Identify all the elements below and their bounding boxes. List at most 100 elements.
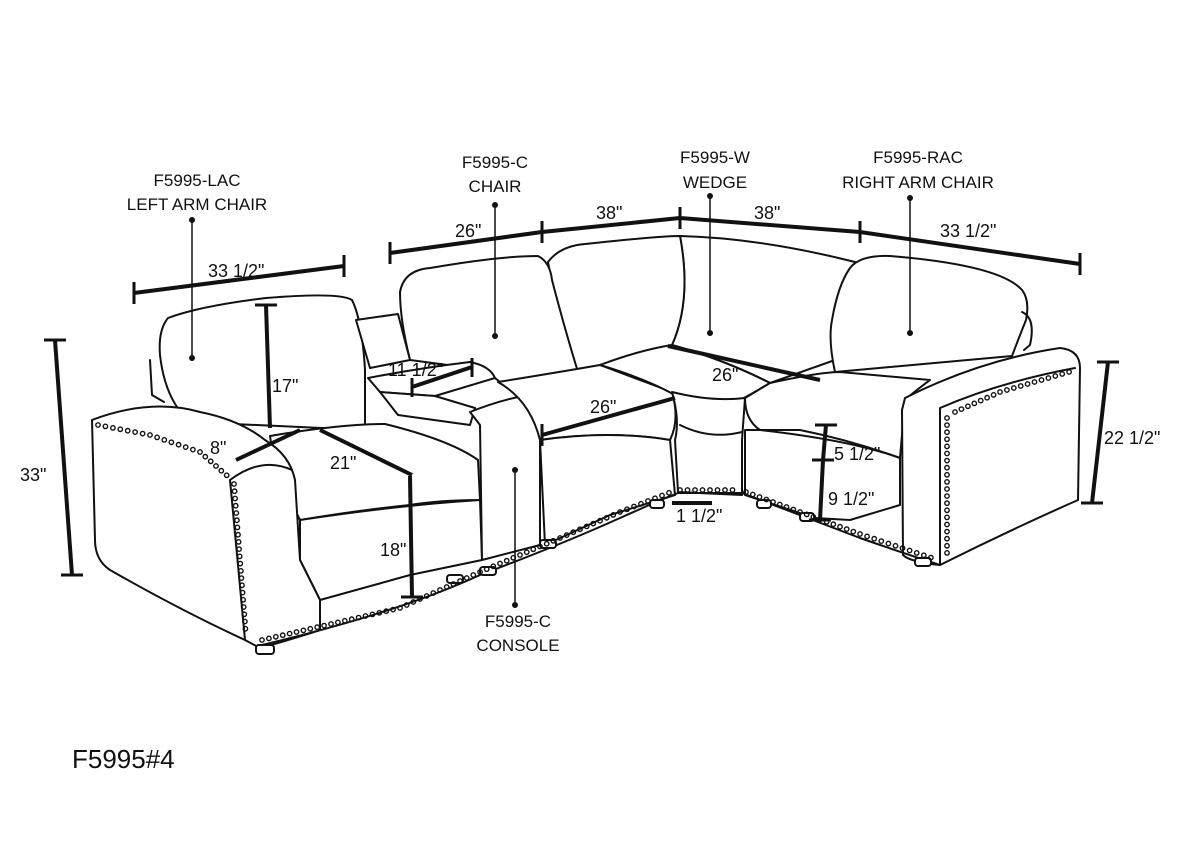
leader-lines xyxy=(189,193,913,608)
nailhead-stud xyxy=(161,436,168,443)
nailhead-stud xyxy=(692,487,698,493)
lac-seat-front xyxy=(299,499,483,601)
nailhead-stud xyxy=(362,613,369,619)
nailhead-stud xyxy=(944,507,950,514)
nailhead-stud xyxy=(892,542,899,549)
nailhead-stud xyxy=(236,546,243,552)
nailhead-stud xyxy=(684,487,691,493)
nailhead-stud xyxy=(232,502,239,509)
nailhead-stud xyxy=(666,489,672,496)
nailhead-stud xyxy=(437,587,443,593)
nailhead-stud xyxy=(430,590,437,596)
nailhead-stud xyxy=(1045,375,1052,381)
nailhead-stud xyxy=(557,535,563,541)
dim-seat-height: 18" xyxy=(380,540,406,560)
nailhead-stud xyxy=(944,514,950,521)
nailhead-stud xyxy=(803,511,810,518)
nailhead-stud xyxy=(537,543,543,550)
nailhead-stud xyxy=(231,481,237,487)
nailhead-stud xyxy=(293,629,300,635)
nailhead-stud xyxy=(944,478,950,485)
chair-code-label: F5995-C xyxy=(462,153,528,172)
nailhead-stud xyxy=(1010,385,1017,391)
nailhead-stud xyxy=(944,550,950,556)
nailhead-stud xyxy=(958,406,965,412)
nailhead-stud xyxy=(376,609,383,616)
nailhead-stud xyxy=(117,426,124,433)
nailhead-stud xyxy=(272,633,279,640)
nailhead-stud xyxy=(952,409,958,415)
nailhead-stud xyxy=(944,486,950,492)
nailhead-stud xyxy=(124,427,131,434)
nailhead-stud xyxy=(944,521,950,528)
chair-name-label: CHAIR xyxy=(469,177,522,196)
nailhead-stud xyxy=(95,422,101,428)
nailhead-stud xyxy=(1038,377,1045,383)
nailhead-stud xyxy=(168,439,175,446)
nailhead-stud xyxy=(238,575,245,581)
nailhead-stud xyxy=(132,429,139,435)
nailhead-stud xyxy=(503,557,510,564)
nailhead-stud xyxy=(241,618,248,625)
base-skirt xyxy=(261,492,941,646)
nailhead-stud xyxy=(944,535,950,542)
nailhead-stud xyxy=(749,491,756,498)
section-labels: F5995-LAC LEFT ARM CHAIR F5995-C CHAIR F… xyxy=(127,148,994,655)
nailhead-stud xyxy=(523,549,530,556)
nailhead-stud xyxy=(783,504,790,510)
nailhead-stud xyxy=(383,608,390,615)
dim-chair-width: 26" xyxy=(455,221,481,241)
dimension-labels: 33 1/2" 26" 38" 38" 33 1/2" 33" 17" 8" 2… xyxy=(20,203,1160,560)
nailhead-stud xyxy=(239,582,245,589)
nailhead-stud xyxy=(139,430,146,437)
console-lid xyxy=(379,391,476,426)
nailhead-stud xyxy=(1059,371,1066,377)
nailhead-stud xyxy=(182,444,189,450)
nailhead-stud xyxy=(334,619,341,626)
nailhead-stud xyxy=(797,509,803,515)
nailhead-stud xyxy=(944,500,950,507)
wedge-seat-front xyxy=(671,391,746,496)
rac-code-label: F5995-RAC xyxy=(873,148,963,167)
nailhead-stud xyxy=(369,611,376,618)
nailhead-stud xyxy=(239,589,246,596)
nailhead-stud xyxy=(286,630,293,637)
nailhead-stud xyxy=(300,627,307,634)
nailhead-stud xyxy=(597,517,603,524)
nailhead-stud xyxy=(233,510,240,516)
nailhead-stud xyxy=(729,487,736,493)
console-code-label: F5995-C xyxy=(485,612,551,631)
nailhead-stud xyxy=(550,537,557,544)
dim-lac-width: 33 1/2" xyxy=(208,261,264,281)
lac-back-side xyxy=(149,359,165,403)
nailhead-stud xyxy=(213,463,219,469)
dim-seat-depth-wedge: 26" xyxy=(712,365,738,385)
dim-back-height: 17" xyxy=(272,376,298,396)
dim-seat-depth-chair: 26" xyxy=(590,397,616,417)
nailhead-stud xyxy=(202,453,209,460)
console-back-block xyxy=(355,313,411,369)
dim-wedge-left-width: 38" xyxy=(596,203,622,223)
nailhead-stud xyxy=(624,506,630,513)
nailhead-stud xyxy=(645,498,651,504)
nailhead-stud xyxy=(850,528,857,535)
nailhead-stud xyxy=(928,554,934,561)
nailhead-stud xyxy=(242,625,249,632)
nailhead-stud xyxy=(944,464,950,471)
nailhead-stud xyxy=(279,632,286,639)
nailhead-stud xyxy=(570,529,577,536)
nailhead-stud xyxy=(218,467,225,474)
nailhead-stud xyxy=(241,611,248,618)
nailhead-stud xyxy=(722,487,728,493)
dim-wedge-right-width: 38" xyxy=(754,203,780,223)
rac-back-edge xyxy=(1021,311,1033,351)
dimension-lines xyxy=(44,207,1119,599)
nailhead-stud xyxy=(235,531,241,538)
nailhead-stud xyxy=(236,553,243,560)
nailhead-stud xyxy=(443,584,450,590)
nailhead-stud xyxy=(920,552,927,559)
nailhead-stud xyxy=(1004,387,1010,393)
nailhead-stud xyxy=(530,546,537,553)
nailhead-stud xyxy=(677,487,683,493)
